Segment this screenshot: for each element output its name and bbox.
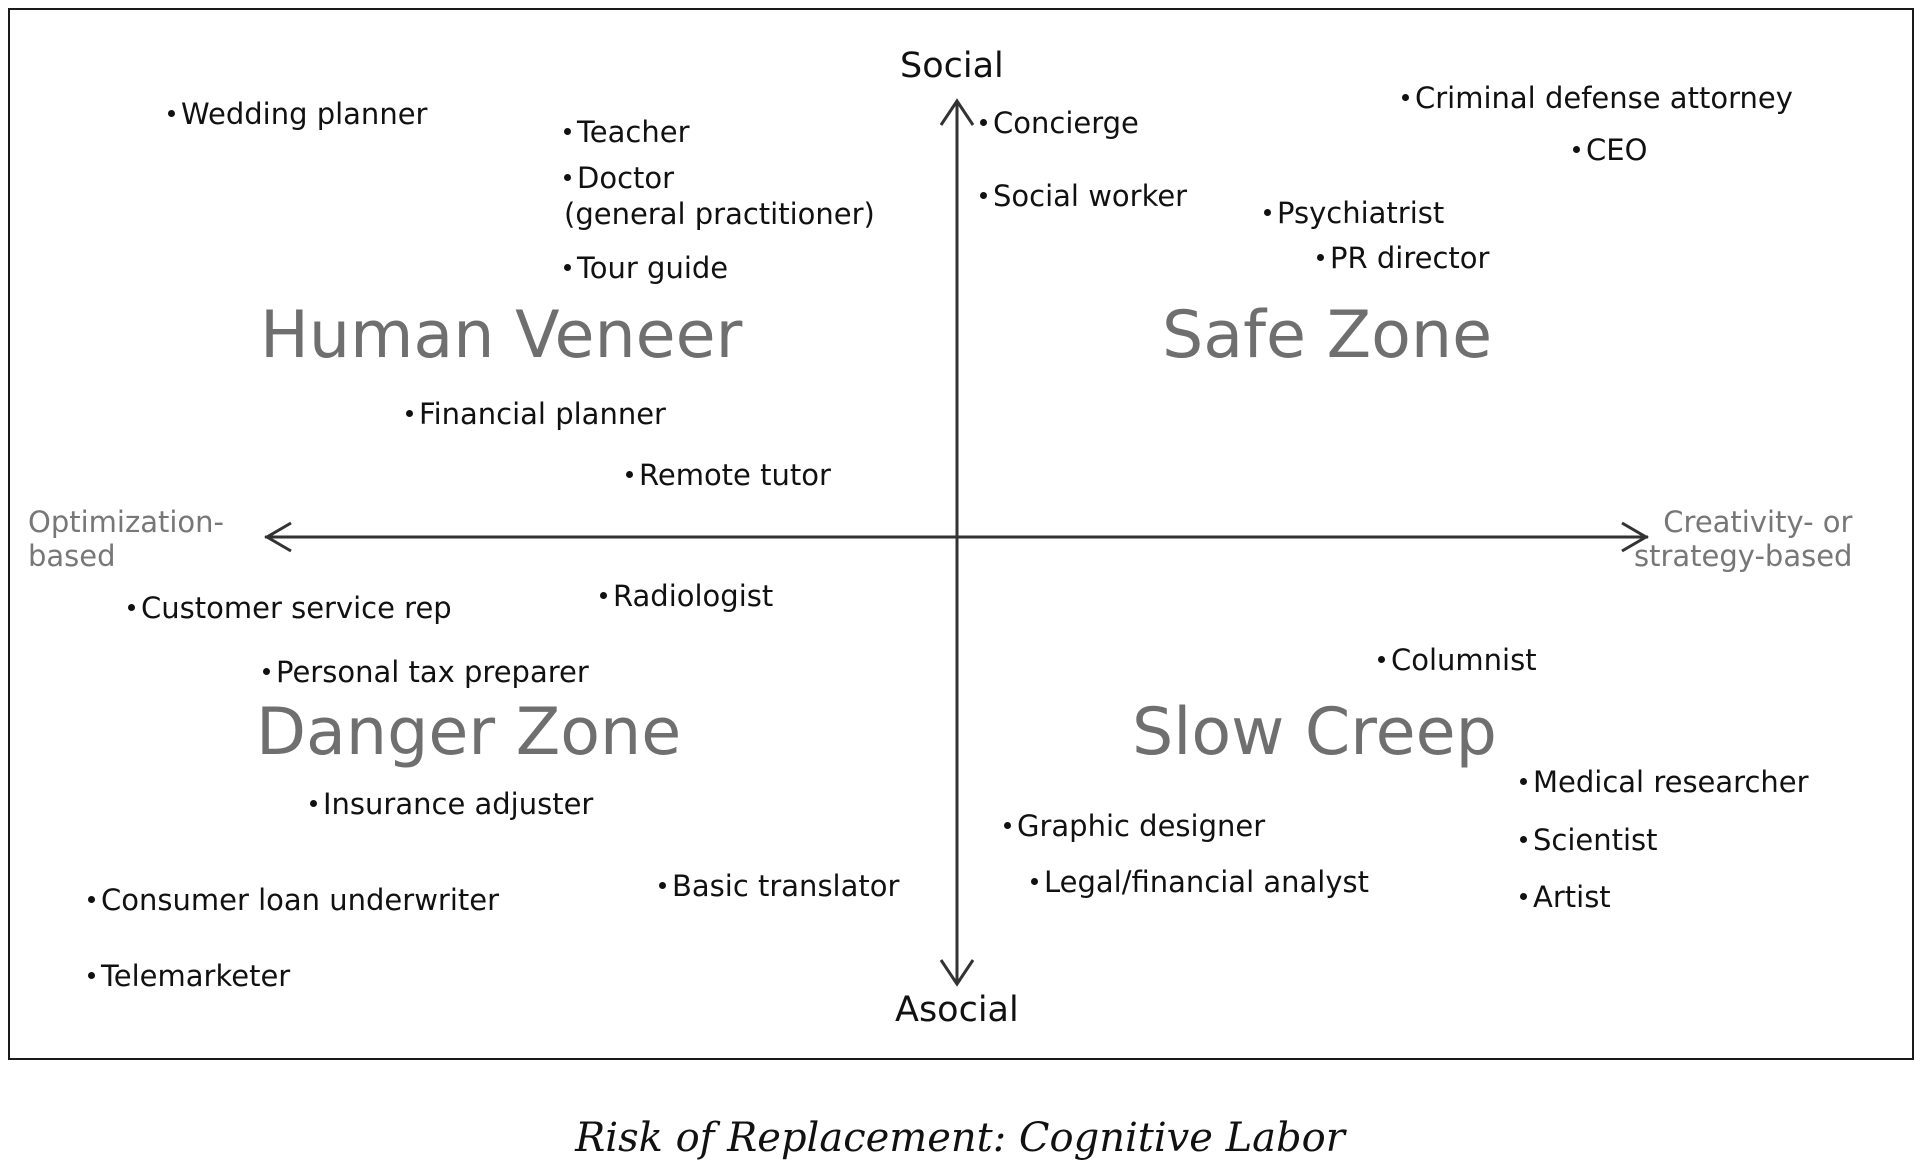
item-personal-tax-preparer: Personal tax preparer (263, 654, 589, 690)
bullet (980, 118, 987, 126)
axis-label-social: Social (900, 46, 1004, 86)
axis-label-optimization: Optimization- based (28, 505, 224, 574)
bullet (88, 895, 95, 903)
arrow-up-icon (939, 98, 975, 126)
item-customer-service-rep: Customer service rep (128, 590, 452, 626)
item-wedding-planner: Wedding planner (168, 96, 427, 132)
figure-caption: Risk of Replacement: Cognitive Labor (575, 1115, 1345, 1161)
bullet (128, 603, 135, 611)
bullet (88, 971, 95, 979)
item-financial-planner: Financial planner (406, 396, 666, 432)
zone-danger-zone: Danger Zone (256, 695, 682, 770)
bullet (600, 591, 607, 599)
bullet (659, 881, 666, 889)
item-doctor: Doctor (general practitioner) (564, 161, 875, 232)
item-insurance-adjuster: Insurance adjuster (310, 786, 593, 822)
zone-human-veneer: Human Veneer (260, 298, 743, 373)
zone-slow-creep: Slow Creep (1132, 695, 1497, 770)
bullet (1264, 208, 1271, 216)
item-consumer-loan-underwriter: Consumer loan underwriter (88, 882, 499, 918)
item-tour-guide: Tour guide (564, 250, 728, 286)
bullet (1317, 253, 1324, 261)
bullet (626, 470, 633, 478)
bullet (1520, 835, 1527, 843)
bullet (980, 191, 987, 199)
item-medical-researcher: Medical researcher (1520, 764, 1809, 800)
bullet (168, 109, 175, 117)
item-graphic-designer: Graphic designer (1004, 808, 1265, 844)
item-ceo: CEO (1573, 132, 1647, 168)
bullet (1573, 145, 1580, 153)
item-artist: Artist (1520, 879, 1611, 915)
arrow-down-icon (939, 959, 975, 987)
bullet (1004, 821, 1011, 829)
bullet (406, 409, 413, 417)
item-radiologist: Radiologist (600, 578, 773, 614)
item-basic-translator: Basic translator (659, 868, 899, 904)
item-remote-tutor: Remote tutor (626, 457, 831, 493)
bullet (564, 127, 571, 135)
item-scientist: Scientist (1520, 822, 1658, 858)
item-psychiatrist: Psychiatrist (1264, 195, 1444, 231)
item-social-worker: Social worker (980, 178, 1187, 214)
bullet (1520, 892, 1527, 900)
item-legal-financial-analyst: Legal/financial analyst (1031, 864, 1369, 900)
bullet (1520, 777, 1527, 785)
bullet (1031, 877, 1038, 885)
item-teacher: Teacher (564, 114, 690, 150)
item-concierge: Concierge (980, 105, 1139, 141)
bullet (564, 173, 571, 181)
arrow-left-icon (264, 521, 292, 553)
item-columnist: Columnist (1378, 642, 1537, 678)
item-criminal-defense-attorney: Criminal defense attorney (1402, 80, 1793, 116)
bullet (564, 263, 571, 271)
bullet (1402, 93, 1409, 101)
bullet (310, 799, 317, 807)
zone-safe-zone: Safe Zone (1162, 298, 1493, 373)
axis-label-asocial: Asocial (895, 990, 1019, 1030)
axis-label-creativity: Creativity- or strategy-based (1634, 505, 1853, 574)
item-telemarketer: Telemarketer (88, 958, 290, 994)
bullet (263, 667, 270, 675)
diagram-frame (8, 8, 1914, 1060)
bullet (1378, 655, 1385, 663)
item-pr-director: PR director (1317, 240, 1489, 276)
arrow-right-icon (1621, 521, 1649, 553)
